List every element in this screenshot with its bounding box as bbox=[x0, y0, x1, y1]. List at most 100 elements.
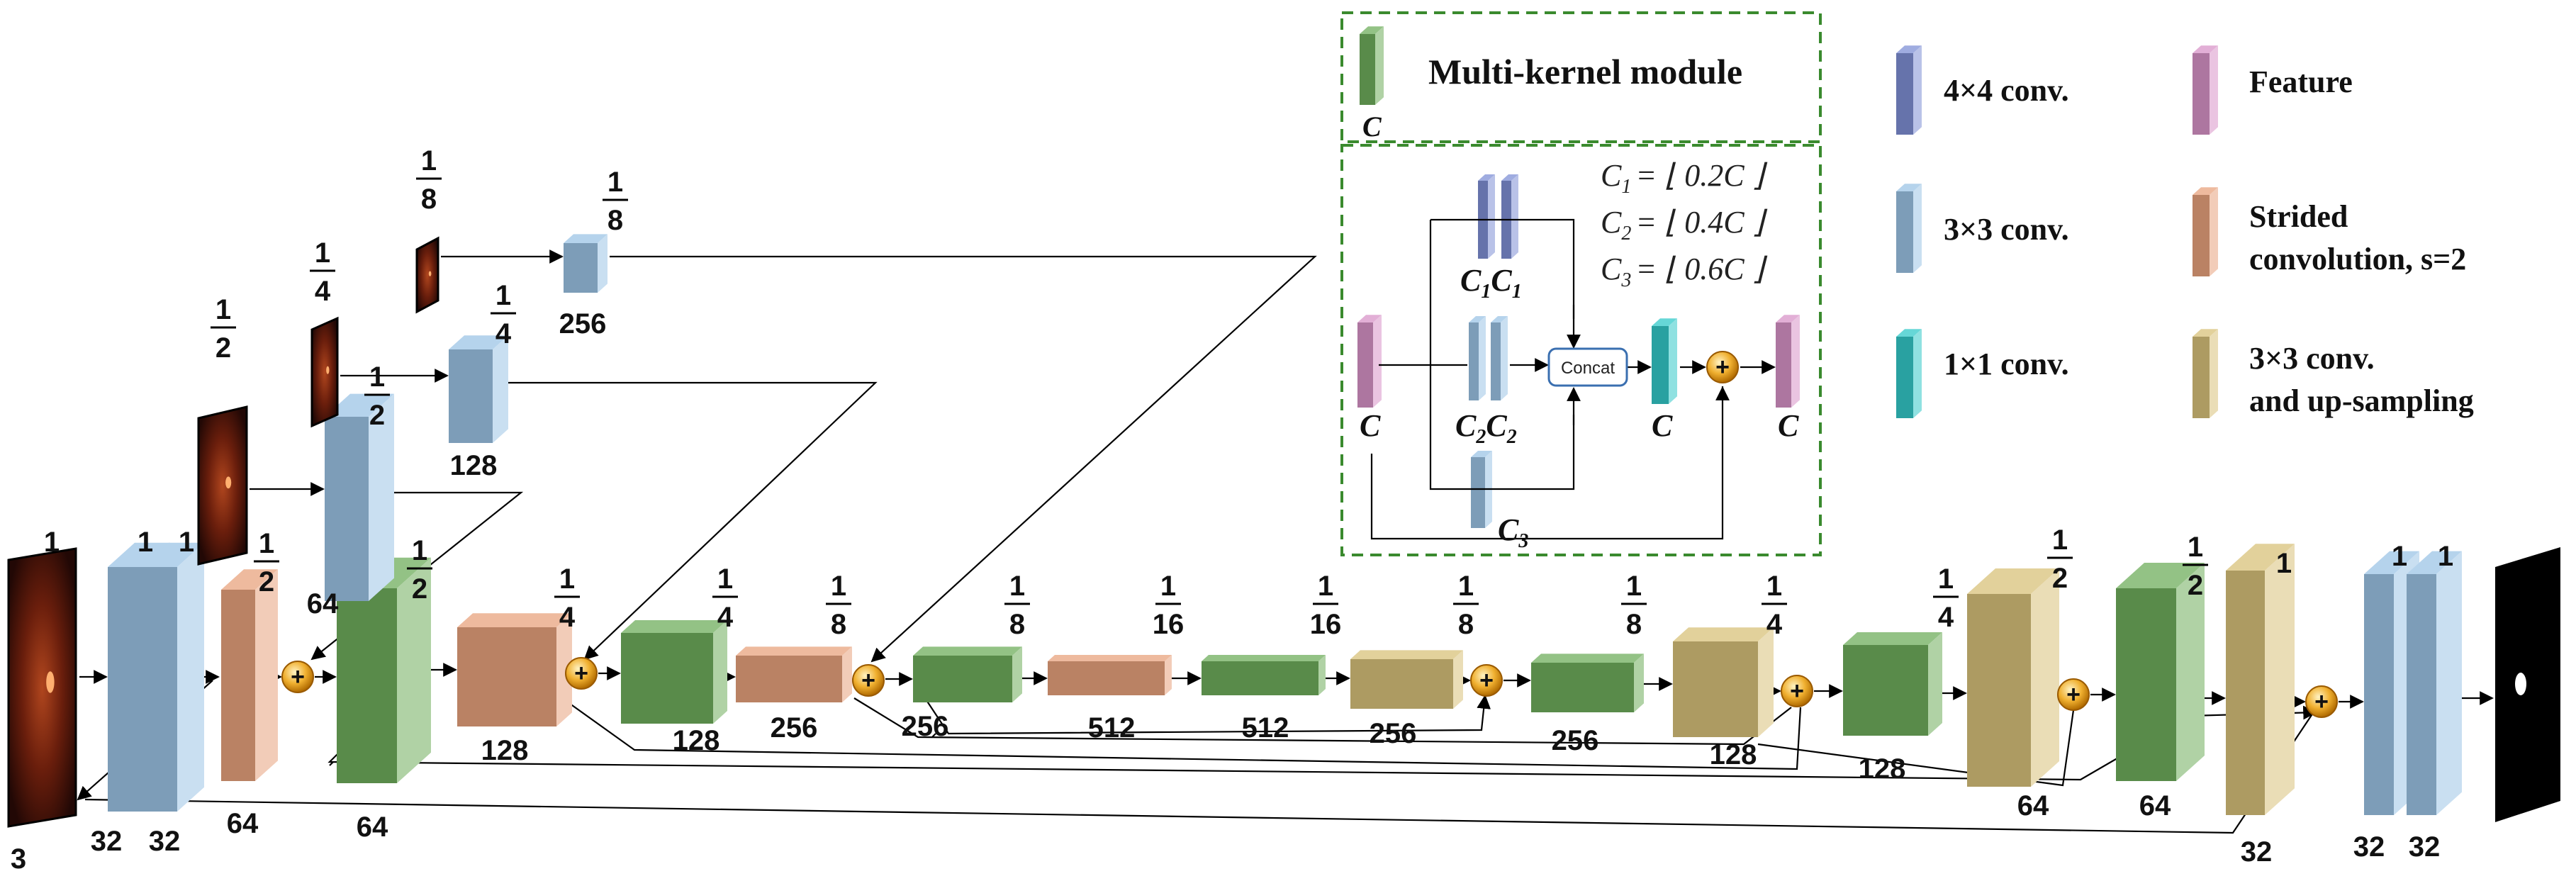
add-node-3: + bbox=[852, 664, 885, 697]
scale-fraction: 18 bbox=[1621, 571, 1647, 640]
svg-text:1: 1 bbox=[1318, 571, 1333, 602]
legend-conv1-icon bbox=[1896, 329, 1922, 418]
svg-text:+: + bbox=[861, 667, 875, 694]
scale-one: 1 bbox=[2438, 541, 2453, 572]
svg-text:1: 1 bbox=[1938, 563, 1954, 595]
legend-icons bbox=[1896, 45, 2218, 418]
svg-text:+: + bbox=[2314, 688, 2329, 715]
channel-label: 64 bbox=[227, 808, 259, 839]
inset-add-node: + bbox=[1706, 351, 1739, 383]
add-node-2: + bbox=[565, 657, 598, 690]
svg-text:1: 1 bbox=[215, 294, 231, 325]
legend-up-1: 3×3 conv. bbox=[2249, 341, 2375, 376]
bottleneck-mk bbox=[1202, 655, 1326, 695]
svg-text:2: 2 bbox=[2052, 563, 2068, 594]
inset-1x1-conv bbox=[1652, 318, 1677, 404]
channel-label: 64 bbox=[2017, 790, 2049, 821]
inset-input-feature bbox=[1357, 315, 1382, 408]
connector-line bbox=[1757, 709, 2075, 787]
channel-label: 64 bbox=[307, 588, 339, 619]
svg-text:+: + bbox=[574, 660, 588, 687]
legend-up-icon bbox=[2193, 329, 2218, 418]
svg-text:4: 4 bbox=[717, 602, 734, 633]
scale-one: 1 bbox=[2276, 548, 2292, 579]
scale-fraction: 12 bbox=[364, 361, 390, 431]
svg-text:+: + bbox=[1715, 354, 1730, 381]
svg-text:2: 2 bbox=[369, 400, 385, 431]
side-half-conv bbox=[325, 393, 394, 601]
inset-graph: + bbox=[1357, 26, 1800, 540]
inset-title-c-label: C bbox=[1362, 111, 1382, 142]
dec-up2 bbox=[1673, 627, 1774, 737]
legend-conv4: 4×4 conv. bbox=[1944, 73, 2069, 108]
legend: 4×4 conv. 3×3 conv. 1×1 conv. Feature St… bbox=[1896, 45, 2474, 418]
legend-strided-1: Strided bbox=[2249, 199, 2348, 234]
quarter-scale-image bbox=[310, 316, 339, 428]
scale-fraction: 12 bbox=[254, 528, 279, 597]
add-node-4: + bbox=[1470, 664, 1503, 697]
enc-strided4 bbox=[1048, 655, 1172, 695]
channel-label: 32 bbox=[2409, 831, 2441, 863]
eighth-scale-image bbox=[415, 236, 439, 314]
dec-mk2 bbox=[1843, 632, 1942, 736]
svg-text:4: 4 bbox=[315, 276, 331, 307]
channel-label: 256 bbox=[559, 308, 607, 340]
svg-text:1: 1 bbox=[559, 563, 575, 595]
dec-mk1 bbox=[1531, 653, 1644, 712]
channel-label: 128 bbox=[450, 450, 498, 481]
svg-text:1: 1 bbox=[1458, 571, 1474, 602]
channel-label: 32 bbox=[91, 826, 123, 857]
images bbox=[7, 236, 2560, 828]
enc-strided3 bbox=[736, 646, 852, 702]
dec-up3 bbox=[1967, 568, 2059, 787]
addition-nodes: +++++++ bbox=[281, 657, 2338, 718]
connector-line bbox=[1370, 386, 1724, 540]
legend-conv4-icon bbox=[1896, 45, 1922, 135]
channel-label: 128 bbox=[481, 735, 529, 766]
svg-text:1: 1 bbox=[2052, 524, 2068, 556]
connector-line bbox=[566, 701, 1802, 770]
connector-line bbox=[500, 381, 878, 661]
inset-c2-block-a bbox=[1469, 316, 1486, 400]
svg-text:8: 8 bbox=[1458, 609, 1474, 640]
channel-label: 256 bbox=[1552, 725, 1599, 756]
scale-fraction: 18 bbox=[1453, 571, 1479, 640]
svg-text:1: 1 bbox=[1766, 571, 1782, 602]
channel-label: 64 bbox=[2139, 790, 2171, 821]
add-node-1: + bbox=[281, 661, 314, 693]
svg-text:+: + bbox=[1790, 678, 1804, 705]
scale-fraction: 18 bbox=[603, 167, 628, 236]
scale-fraction: 12 bbox=[2047, 524, 2073, 594]
inset-output-feature bbox=[1776, 315, 1800, 408]
svg-text:4: 4 bbox=[1766, 609, 1783, 640]
inset-c3-label: C3 bbox=[1498, 512, 1528, 552]
svg-text:16: 16 bbox=[1153, 609, 1185, 640]
svg-text:1: 1 bbox=[369, 361, 385, 393]
svg-text:16: 16 bbox=[1310, 609, 1342, 640]
side-eighth-conv bbox=[564, 234, 607, 293]
channel-label: 512 bbox=[1242, 712, 1289, 743]
dec-up4 bbox=[2226, 544, 2295, 815]
scale-fraction: 14 bbox=[1762, 571, 1787, 640]
inset-c1-block-a bbox=[1478, 174, 1495, 259]
legend-up-2: and up-sampling bbox=[2249, 383, 2474, 418]
channel-label: 32 bbox=[2353, 831, 2385, 863]
channel-label: 128 bbox=[1710, 739, 1757, 770]
channel-label: 32 bbox=[149, 826, 181, 857]
enc-mk2 bbox=[621, 620, 727, 724]
scale-fraction: 14 bbox=[712, 563, 738, 633]
scale-fraction: 14 bbox=[1933, 563, 1959, 633]
enc-strided2 bbox=[457, 613, 572, 726]
channel-label: 64 bbox=[357, 812, 388, 843]
scale-fraction: 12 bbox=[2183, 532, 2208, 601]
inset-c1-label: C1C1 bbox=[1460, 263, 1522, 303]
inset-c2-label: C2C2 bbox=[1455, 408, 1517, 448]
enc-strided1 bbox=[221, 569, 278, 781]
svg-text:4: 4 bbox=[559, 602, 576, 633]
legend-strided-2: convolution, s=2 bbox=[2249, 242, 2466, 276]
legend-conv1: 1×1 conv. bbox=[1944, 347, 2069, 381]
connector-line bbox=[924, 695, 1491, 735]
connector-line bbox=[1430, 218, 1575, 319]
